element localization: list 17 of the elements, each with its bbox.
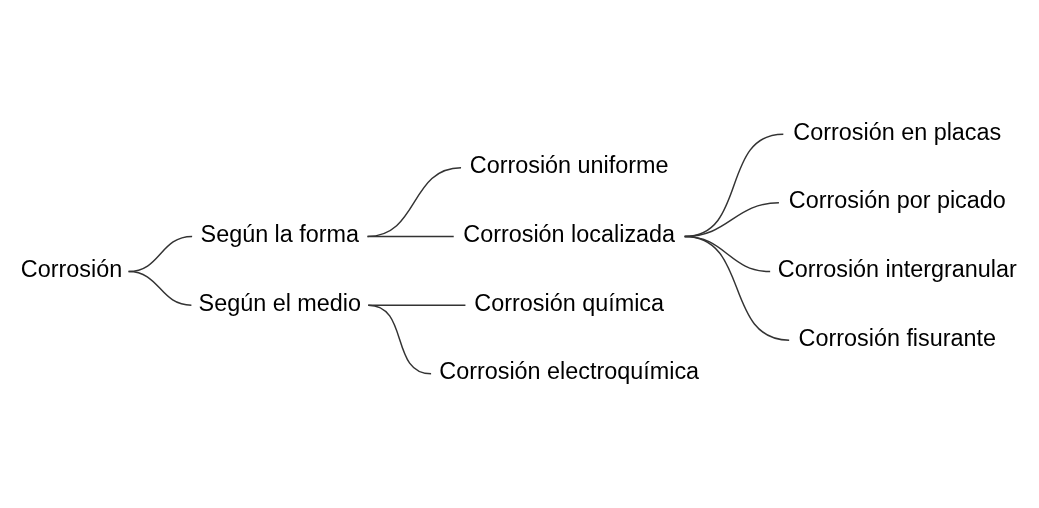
node-text: Corrosión intergranular [777, 256, 1017, 283]
node-text: Según el medio [198, 289, 362, 316]
node-text: Según la forma [200, 221, 360, 248]
node-text: Corrosión en placas [793, 118, 1002, 145]
connector [683, 235, 790, 341]
connector [367, 304, 432, 375]
connector [367, 304, 467, 306]
node-text: Corrosión [20, 256, 123, 283]
node-text: Corrosión uniforme [469, 152, 669, 179]
node-text: Corrosión química [474, 289, 665, 316]
node-text: Corrosión fisurante [798, 324, 997, 351]
connector [366, 167, 462, 238]
node-text: Corrosión localizada [463, 221, 676, 248]
node-text: Corrosión electroquímica [439, 358, 700, 385]
connector [127, 270, 193, 306]
connector [366, 235, 455, 238]
node-text: Corrosión por picado [788, 187, 1006, 214]
